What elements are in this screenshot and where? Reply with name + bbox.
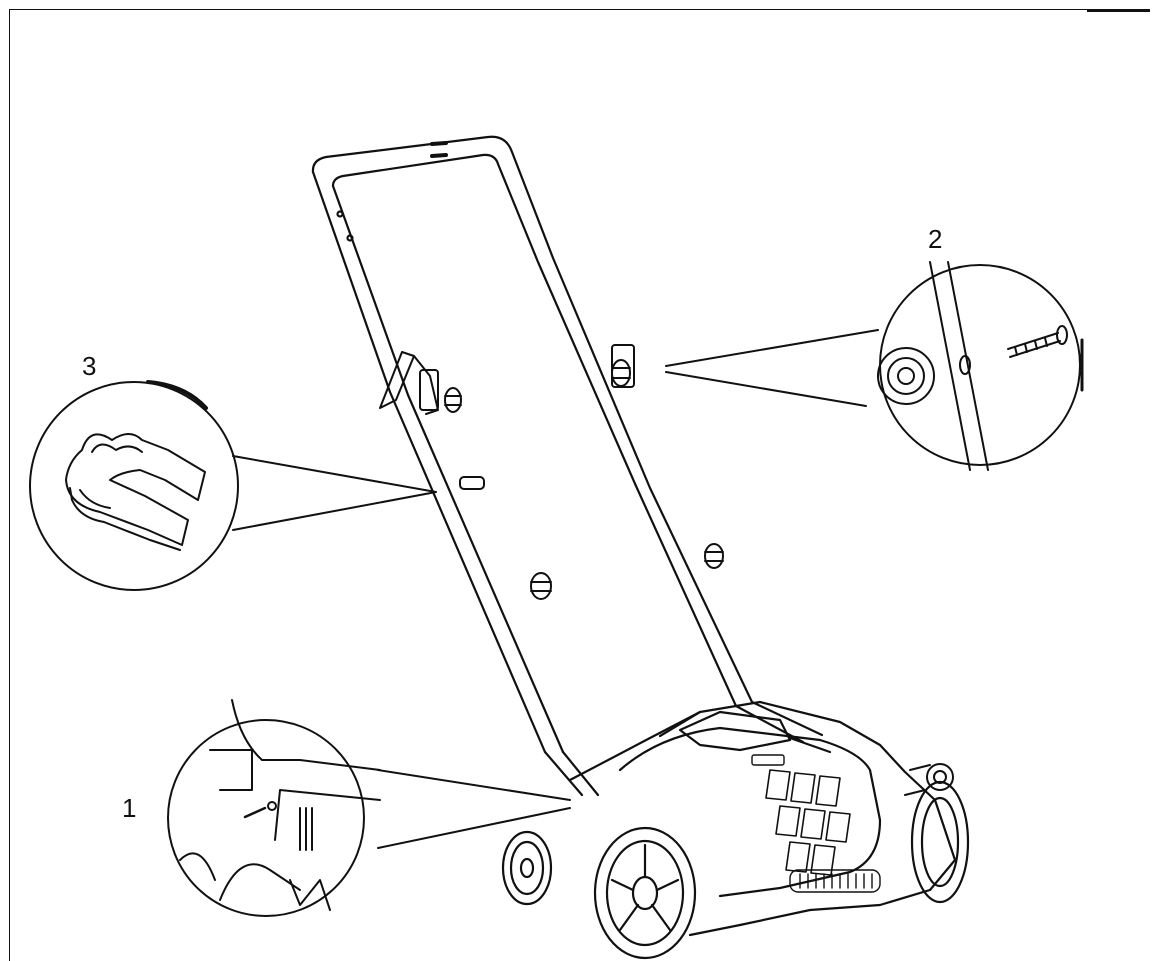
callout-3 bbox=[29, 380, 437, 591]
knob-bolt-icon bbox=[877, 261, 1068, 471]
mower-body bbox=[568, 700, 957, 937]
callout-2 bbox=[665, 261, 1084, 471]
rail-cable-clip bbox=[459, 476, 485, 490]
rear-right-wheel bbox=[910, 780, 970, 904]
callout-number-1: 1 bbox=[122, 793, 137, 823]
wheels bbox=[501, 780, 970, 960]
callout-number-2: 2 bbox=[928, 224, 943, 254]
knob-icon bbox=[611, 344, 635, 388]
switch-lever bbox=[379, 351, 439, 415]
knob-icon bbox=[530, 572, 552, 600]
height-adjust-knob bbox=[904, 763, 954, 796]
handle bbox=[311, 135, 824, 797]
figure-frame bbox=[9, 9, 1150, 961]
callout-number-3: 3 bbox=[82, 351, 97, 381]
callout-1 bbox=[167, 699, 571, 917]
knob-icon bbox=[444, 387, 462, 413]
vent-slots bbox=[765, 769, 851, 876]
front-wheel bbox=[593, 826, 697, 960]
handle-knobs bbox=[444, 344, 724, 600]
screw-bolt-icon bbox=[179, 699, 381, 911]
rear-left-wheel bbox=[501, 830, 553, 906]
knob-icon bbox=[704, 543, 724, 569]
top-rule bbox=[1087, 9, 1150, 12]
cable-clip-icon bbox=[65, 433, 206, 551]
front-grille bbox=[789, 869, 881, 893]
